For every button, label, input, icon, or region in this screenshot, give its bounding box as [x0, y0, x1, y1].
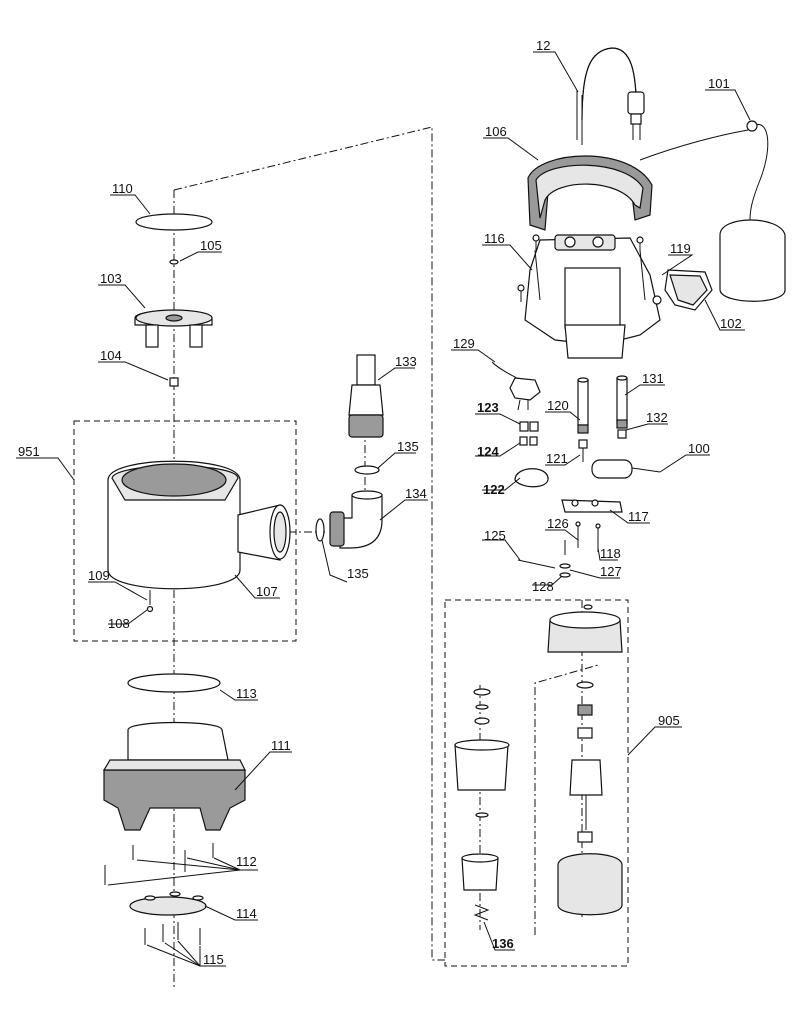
label-103: 103	[100, 271, 122, 286]
label-108: 108	[108, 616, 130, 631]
label-133: 133	[395, 354, 417, 369]
label-115: 115	[203, 952, 224, 967]
motor-group	[454, 604, 623, 921]
label-905: 905	[658, 713, 680, 728]
label-118: 118	[600, 546, 621, 561]
label-107: 107	[256, 584, 278, 599]
o-ring-135-b	[315, 518, 325, 542]
screws-115	[144, 922, 201, 945]
screws-119	[517, 234, 644, 302]
label-136: 136	[492, 936, 514, 951]
seal-ring-113	[127, 673, 221, 693]
power-cable-plug	[576, 47, 645, 145]
impeller-103	[134, 309, 213, 348]
capacitor	[591, 459, 661, 479]
screws-118	[564, 521, 601, 555]
label-112: 112	[236, 854, 257, 869]
part-labels: 12 101 106 116 119 102 129 133 131 120 1…	[18, 38, 742, 967]
label-102: 102	[720, 316, 742, 331]
screw-108	[146, 590, 154, 613]
label-126: 126	[547, 516, 569, 531]
label-121: 121	[546, 451, 568, 466]
label-135-bottom: 135	[347, 566, 369, 581]
nut-105	[169, 259, 179, 265]
label-132: 132	[646, 410, 668, 425]
label-109: 109	[88, 568, 110, 583]
label-101: 101	[708, 76, 730, 91]
capacitor-rods	[577, 375, 628, 462]
label-134: 134	[405, 486, 427, 501]
label-117: 117	[628, 509, 649, 524]
float-switch	[639, 120, 786, 302]
terminal-block	[561, 499, 623, 513]
label-120: 120	[547, 398, 569, 413]
leader-lines	[16, 51, 751, 967]
retaining-ring	[514, 468, 549, 488]
label-111: 111	[271, 738, 291, 753]
label-135-top: 135	[397, 439, 419, 454]
label-128: 128	[532, 579, 554, 594]
cable-clamp	[652, 269, 713, 311]
connectors	[519, 421, 539, 446]
label-106: 106	[485, 124, 507, 139]
label-104: 104	[100, 348, 122, 363]
label-123: 123	[477, 400, 499, 415]
label-114: 114	[236, 906, 257, 921]
pump-housing-107	[107, 460, 291, 590]
handle	[527, 155, 653, 231]
label-127: 127	[600, 564, 622, 579]
label-119: 119	[670, 241, 691, 256]
label-105: 105	[200, 238, 222, 253]
base-plate-114	[129, 891, 207, 916]
outlet-connector-133	[348, 354, 384, 438]
elbow-134	[329, 490, 383, 549]
label-951: 951	[18, 444, 40, 459]
base-111	[102, 721, 246, 831]
label-116: 116	[484, 231, 505, 246]
shaft-parts	[517, 559, 571, 578]
label-100: 100	[688, 441, 710, 456]
label-122: 122	[483, 482, 505, 497]
label-12: 12	[536, 38, 550, 53]
seal-ring-110	[135, 213, 213, 231]
label-129: 129	[453, 336, 475, 351]
label-131: 131	[642, 371, 664, 386]
screws-112	[104, 843, 214, 885]
upper-housing	[524, 234, 661, 359]
label-125: 125	[484, 528, 506, 543]
label-110: 110	[112, 181, 133, 196]
group-box-905	[444, 599, 629, 967]
o-ring-135	[354, 465, 380, 475]
label-113: 113	[236, 686, 257, 701]
group-box-951	[73, 420, 297, 642]
switch-lever	[491, 361, 541, 411]
washer-104	[169, 377, 179, 387]
label-124: 124	[477, 444, 499, 459]
